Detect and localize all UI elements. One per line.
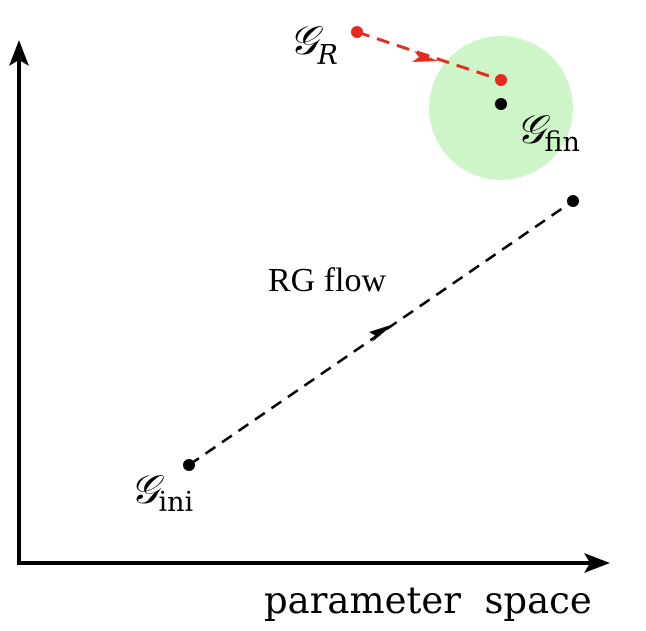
initial-point <box>183 459 195 471</box>
renormalized-label: 𝒢R <box>289 18 338 71</box>
flow-end-point <box>567 195 579 207</box>
x-axis-label: parameter space <box>264 579 592 622</box>
r-start-point <box>351 26 363 38</box>
x-axis-arrow-icon <box>584 553 610 573</box>
y-axis-arrow-icon <box>9 40 29 66</box>
final-point <box>495 98 507 110</box>
rg-flow-direction-arrow-icon <box>369 324 394 342</box>
r-flow-direction-arrow-icon <box>412 51 438 62</box>
initial-label: 𝒢ini <box>130 467 194 518</box>
r-end-point <box>495 74 507 86</box>
rg-flow-label: RG flow <box>268 262 387 299</box>
rg-flow-line <box>188 199 574 467</box>
r-flow-line <box>356 30 502 82</box>
